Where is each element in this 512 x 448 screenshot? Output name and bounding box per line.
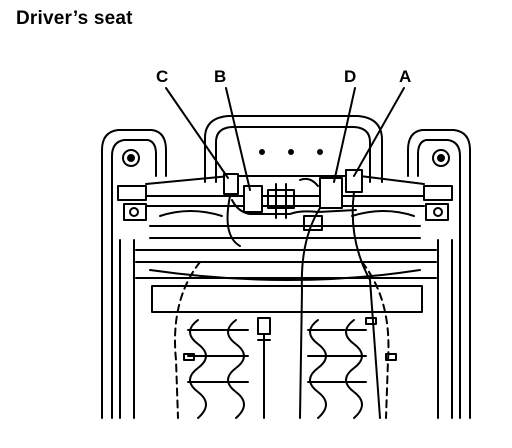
- leader-line-b: [225, 87, 251, 191]
- callout-b: B: [214, 67, 226, 86]
- wire-harness: [231, 177, 357, 231]
- center-stalk: [257, 317, 271, 419]
- leader-line-a: [353, 87, 405, 177]
- upper-cross-rails: [145, 175, 425, 239]
- clip-left: [183, 353, 195, 361]
- left-side-frame: [101, 129, 167, 419]
- callout-d: D: [344, 67, 356, 86]
- connector-b: [243, 185, 263, 213]
- seat-pan-outline: [174, 261, 201, 419]
- seat-cushion-pan: [151, 285, 423, 313]
- clip-right: [385, 353, 397, 361]
- leader-line-c: [165, 87, 229, 179]
- wire-run-c: [226, 195, 241, 247]
- wire-run-a: [351, 191, 381, 419]
- right-side-frame: [407, 129, 471, 419]
- lower-rails: [135, 249, 437, 281]
- clip-center: [365, 317, 377, 325]
- callout-c: C: [156, 67, 168, 86]
- seat-springs: [187, 319, 367, 419]
- wire-run-d: [299, 207, 321, 419]
- connector-d: [319, 177, 343, 209]
- leader-line-d: [333, 87, 356, 183]
- page-title: Driver’s seat: [16, 8, 133, 29]
- callout-a: A: [399, 67, 411, 86]
- seat-pan-outline-right: [361, 261, 390, 419]
- connector-a: [345, 169, 363, 193]
- connector-c: [223, 173, 239, 195]
